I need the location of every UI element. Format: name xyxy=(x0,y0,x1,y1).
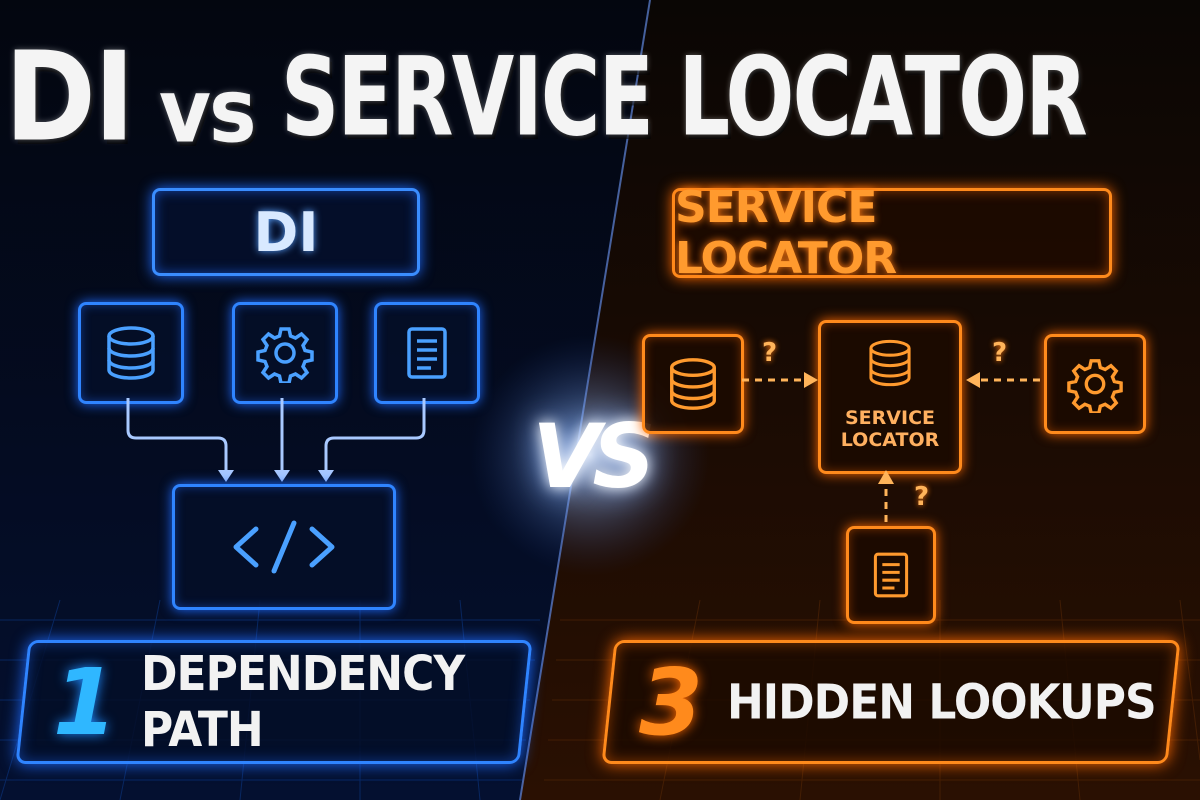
gear-icon xyxy=(1067,359,1123,413)
question-mark-1: ? xyxy=(762,338,778,368)
database-icon xyxy=(670,358,716,410)
database-icon xyxy=(869,339,911,387)
di-summary-number: 1 xyxy=(53,648,118,756)
code-icon xyxy=(233,520,335,574)
service-locator-label-line1: SERVICE xyxy=(845,407,935,429)
di-config-box xyxy=(232,302,338,404)
question-mark-2: ? xyxy=(992,338,1008,368)
di-consumer-box xyxy=(172,484,396,610)
locator-summary-number: 3 xyxy=(639,648,704,756)
headline-service-locator: SERVICE LOCATOR xyxy=(280,34,1088,161)
di-panel-title: DI xyxy=(152,188,420,276)
di-database-box xyxy=(78,302,184,404)
headline-vs: vs xyxy=(158,60,257,163)
headline: DI vs SERVICE LOCATOR xyxy=(0,22,1200,161)
service-locator-box: SERVICE LOCATOR xyxy=(818,320,962,474)
center-vs: VS xyxy=(532,404,655,508)
sl-database-box xyxy=(642,334,744,434)
di-arrows xyxy=(126,398,426,482)
di-document-box xyxy=(374,302,480,404)
database-icon xyxy=(107,326,155,380)
locator-summary-banner: 3 HIDDEN LOOKUPS xyxy=(601,640,1181,764)
di-summary-banner: 1 DEPENDENCY PATH xyxy=(15,640,533,764)
service-locator-label-line2: LOCATOR xyxy=(840,429,940,451)
sl-document-box xyxy=(846,526,936,624)
locator-summary-label: HIDDEN LOOKUPS xyxy=(727,673,1156,731)
document-icon xyxy=(407,327,447,379)
document-icon xyxy=(873,552,909,598)
gear-icon xyxy=(256,327,314,383)
locator-panel-title: SERVICE LOCATOR xyxy=(672,182,1112,284)
headline-di: DI xyxy=(4,25,135,169)
sl-config-box xyxy=(1044,334,1146,434)
di-summary-label: DEPENDENCY PATH xyxy=(141,645,465,759)
locator-arrows xyxy=(742,372,1040,522)
question-mark-3: ? xyxy=(914,482,930,512)
